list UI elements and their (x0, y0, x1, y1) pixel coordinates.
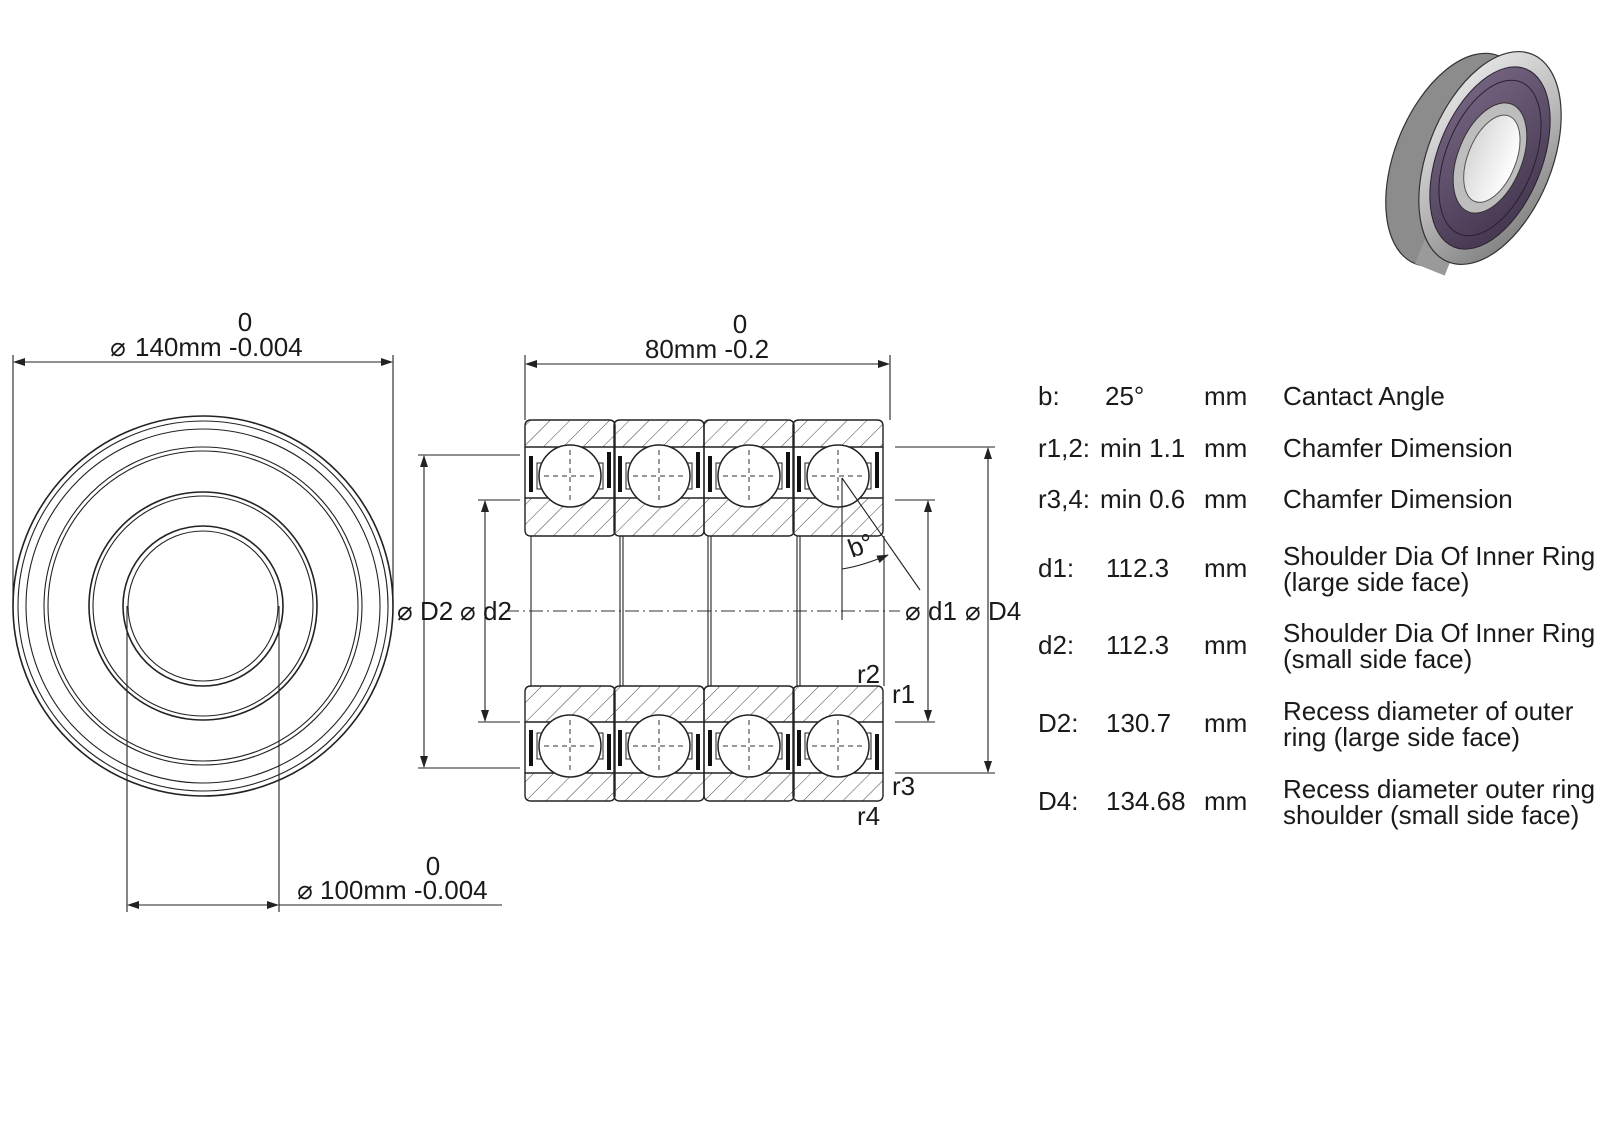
ball (538, 714, 602, 778)
spec-description: (small side face) (1283, 644, 1472, 674)
outer-ring (524, 419, 616, 448)
ball (627, 444, 691, 508)
spec-description: Chamfer Dimension (1283, 433, 1513, 463)
spec-value: 134.68 (1106, 786, 1186, 816)
ball (806, 714, 870, 778)
spec-description: (large side face) (1283, 567, 1469, 597)
inner-tol-upper: 0 (426, 851, 440, 881)
seal (708, 730, 712, 766)
ball (806, 444, 870, 508)
spec-key: D2: (1038, 708, 1078, 738)
spec-unit: mm (1204, 553, 1247, 583)
spec-value: 130.7 (1106, 708, 1171, 738)
spec-description: shoulder (small side face) (1283, 800, 1579, 830)
seal (607, 452, 611, 488)
spec-description: Recess diameter of outer (1283, 696, 1574, 726)
spec-unit: mm (1204, 708, 1247, 738)
bearing-row-section (703, 419, 795, 802)
spec-key: D4: (1038, 786, 1078, 816)
diameter-symbol-icon: ⌀ (905, 596, 921, 626)
spec-value: 25° (1105, 381, 1144, 411)
seal (797, 456, 801, 492)
label-D2: D2 (420, 596, 453, 626)
ball (717, 444, 781, 508)
diameter-symbol-icon: ⌀ (460, 596, 476, 626)
spec-row: b: 25° mm Cantact Angle (1038, 381, 1445, 411)
spec-key: d1: (1038, 553, 1074, 583)
label-r3: r3 (892, 771, 915, 801)
spec-value: min 1.1 (1100, 433, 1185, 463)
outer-ring (613, 419, 705, 448)
seal (797, 730, 801, 766)
diameter-symbol-icon: ⌀ (297, 875, 313, 905)
outer-ring (792, 419, 884, 448)
spec-row: D4: 134.68 mm Recess diameter outer ringsho… (1038, 774, 1595, 830)
label-D4: D4 (988, 596, 1021, 626)
seal (875, 452, 879, 488)
spec-row: d1: 112.3 mm Shoulder Dia Of Inner Ring(lar… (1038, 541, 1595, 597)
spec-row: r1,2: min 1.1 mm Chamfer Dimension (1038, 433, 1513, 463)
outer-ring (703, 419, 795, 448)
bearing-row-section (613, 419, 705, 802)
diameter-symbol-icon: ⌀ (110, 332, 126, 362)
ball (627, 714, 691, 778)
spec-row: d2: 112.3 mm Shoulder Dia Of Inner Ring(sma… (1038, 618, 1595, 674)
seal (696, 734, 700, 770)
seal (607, 734, 611, 770)
outer-tol-upper: 0 (238, 307, 252, 337)
spec-unit: mm (1204, 630, 1247, 660)
seal (875, 734, 879, 770)
diameter-symbol-icon: ⌀ (397, 596, 413, 626)
diameter-symbol-icon: ⌀ (965, 596, 981, 626)
seal (786, 452, 790, 488)
label-r2: r2 (857, 659, 880, 689)
label-d2: d2 (483, 596, 512, 626)
spec-key: b: (1038, 381, 1060, 411)
seal (618, 456, 622, 492)
label-r1: r1 (892, 679, 915, 709)
spec-description: Recess diameter outer ring (1283, 774, 1595, 804)
ball (717, 714, 781, 778)
ball (538, 444, 602, 508)
bearing-row-section (792, 419, 884, 802)
outer-ring (792, 772, 884, 802)
front-view: 0 ⌀ 140mm -0.004 0 ⌀ 100mm -0.004 (12, 307, 502, 912)
spec-value: 112.3 (1106, 630, 1169, 660)
spec-key: r1,2: (1038, 433, 1090, 463)
spec-unit: mm (1204, 381, 1247, 411)
spec-description: Cantact Angle (1283, 381, 1445, 411)
spec-description: Chamfer Dimension (1283, 484, 1513, 514)
outer-diameter-dim: 140mm -0.004 (135, 332, 303, 362)
seal (786, 734, 790, 770)
spec-unit: mm (1204, 484, 1247, 514)
spec-key: r3,4: (1038, 484, 1090, 514)
label-r4: r4 (857, 801, 880, 831)
spec-unit: mm (1204, 786, 1247, 816)
spec-key: d2: (1038, 630, 1074, 660)
inner-ring (792, 497, 884, 537)
bearing-3d-render-icon (1385, 50, 1562, 276)
seal (529, 730, 533, 766)
width-dim: 80mm -0.2 (645, 334, 769, 364)
spec-value: 112.3 (1106, 553, 1169, 583)
seal (529, 456, 533, 492)
spec-row: r3,4: min 0.6 mm Chamfer Dimension (1038, 484, 1513, 514)
spec-value: min 0.6 (1100, 484, 1185, 514)
seal (696, 452, 700, 488)
width-tol-upper: 0 (733, 309, 747, 339)
label-d1: d1 (928, 596, 957, 626)
inner-diameter-dim: 100mm -0.004 (320, 875, 488, 905)
spec-description: Shoulder Dia Of Inner Ring (1283, 618, 1595, 648)
spec-description: Shoulder Dia Of Inner Ring (1283, 541, 1595, 571)
section-view: 0 80mm -0.2 ⌀ D2 ⌀ d2 ⌀ d1 (397, 309, 1021, 831)
spec-unit: mm (1204, 433, 1247, 463)
seal (708, 456, 712, 492)
seal (618, 730, 622, 766)
spec-description: ring (large side face) (1283, 722, 1520, 752)
